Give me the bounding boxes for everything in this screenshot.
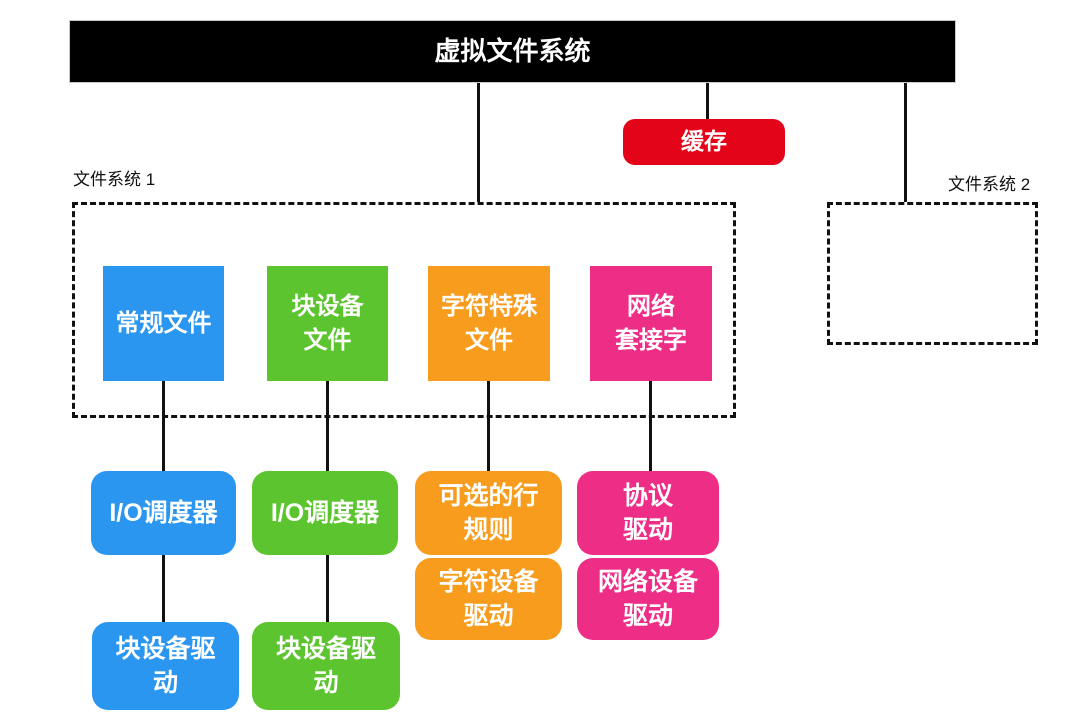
connector-char-to-linedisc [487, 381, 490, 471]
virtual-file-system-bar: 虚拟文件系统 [69, 20, 956, 83]
char-device-driver-node: 字符设备 驱动 [415, 558, 562, 640]
file-system-1-label: 文件系统 1 [73, 170, 156, 189]
optional-line-discipline-node: 可选的行 规则 [415, 471, 562, 555]
block-device-driver-2-node: 块设备驱 动 [252, 622, 400, 710]
file-system-1-dashed-box [72, 202, 736, 418]
cache-node: 缓存 [623, 119, 785, 165]
network-device-driver-node: 网络设备 驱动 [577, 558, 719, 640]
io-scheduler-2-node: I/O调度器 [252, 471, 398, 555]
connector-vfs-to-cache [706, 83, 709, 119]
connector-regular-to-iosched1 [162, 381, 165, 471]
connector-iosched2-to-blockdrv2 [326, 555, 329, 622]
block-device-driver-1-node: 块设备驱 动 [92, 622, 239, 710]
io-scheduler-1-node: I/O调度器 [91, 471, 236, 555]
connector-block-to-iosched2 [326, 381, 329, 471]
char-special-file-node: 字符特殊 文件 [428, 266, 550, 381]
protocol-driver-node: 协议 驱动 [577, 471, 719, 555]
connector-iosched1-to-blockdrv1 [162, 555, 165, 622]
file-system-2-dashed-box [827, 202, 1038, 345]
connector-vfs-to-fs2 [904, 83, 907, 202]
block-device-file-node: 块设备 文件 [267, 266, 388, 381]
network-socket-node: 网络 套接字 [590, 266, 712, 381]
file-system-2-label: 文件系统 2 [948, 175, 1031, 194]
connector-socket-to-protocol [649, 381, 652, 471]
regular-file-node: 常规文件 [103, 266, 224, 381]
connector-vfs-to-fs1 [477, 83, 480, 202]
